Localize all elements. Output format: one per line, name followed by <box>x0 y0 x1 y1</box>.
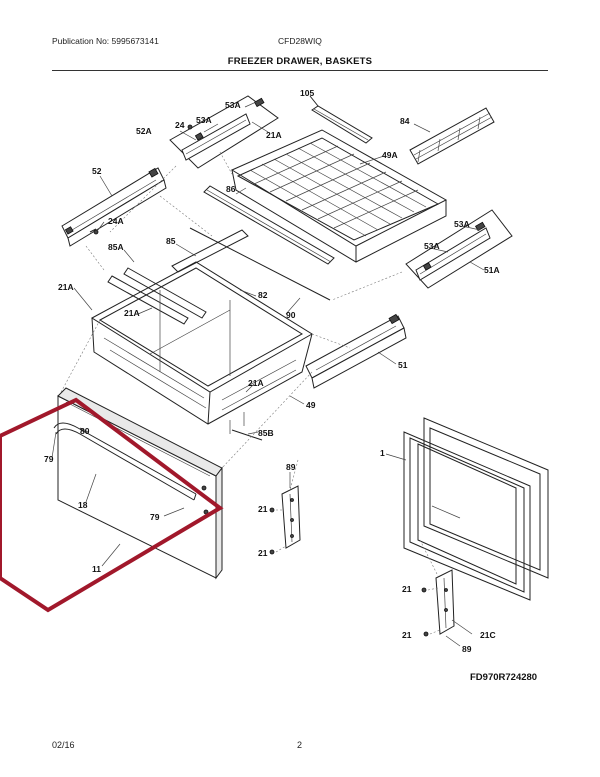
callout-21: 21 <box>402 630 412 640</box>
callout-53a: 53A <box>454 219 470 229</box>
part-52-slide <box>61 167 167 247</box>
part-85-crossbar <box>107 229 249 325</box>
part-1-gasket-and-frame <box>403 417 549 601</box>
model-number: CFD28WIQ <box>278 36 322 46</box>
callout-90: 90 <box>286 310 296 320</box>
callout-21: 21 <box>258 548 268 558</box>
callout-1: 1 <box>380 448 385 458</box>
leader-lines <box>51 101 485 647</box>
part-85b-rod <box>231 429 263 441</box>
callout-49a: 49A <box>382 150 398 160</box>
part-51a-bracket-group <box>405 209 513 289</box>
callout-89: 89 <box>462 644 472 654</box>
callout-11: 11 <box>92 564 101 574</box>
part-90-rod <box>189 227 331 301</box>
screw-group <box>93 229 429 637</box>
highlight-outline <box>0 397 224 613</box>
page-title: FREEZER DRAWER, BASKETS <box>227 56 373 67</box>
callout-85b: 85B <box>258 428 274 438</box>
part-89-bracket-upper <box>281 485 301 549</box>
callout-80: 80 <box>80 426 90 436</box>
part-80-handle <box>53 422 209 515</box>
callout-51a: 51A <box>484 265 500 275</box>
part-89-bracket-lower <box>435 569 455 635</box>
callout-85a: 85A <box>108 242 124 252</box>
publication-number: Publication No: 5995673141 <box>52 36 159 46</box>
callout-21c: 21C <box>480 630 496 640</box>
callout-21: 21 <box>258 504 268 514</box>
part-105-bar <box>309 95 373 144</box>
part-11-drawer-front <box>57 387 223 580</box>
callout-89: 89 <box>286 462 296 472</box>
callout-24: 24 <box>175 120 185 130</box>
part-52a-bracket-group <box>169 95 279 169</box>
callout-18: 18 <box>78 500 88 510</box>
callout-51: 51 <box>398 360 408 370</box>
callout-21a: 21A <box>58 282 74 292</box>
callout-82: 82 <box>258 290 268 300</box>
callout-labels: 105 84 53A 53A 24 52A 21A 49A 52 86 24A … <box>44 88 500 654</box>
callout-79: 79 <box>150 512 160 522</box>
callout-24a: 24A <box>108 216 124 226</box>
page-number: 2 <box>297 740 303 750</box>
callout-21a: 21A <box>266 130 282 140</box>
callout-53a: 53A <box>225 100 241 110</box>
callout-21: 21 <box>402 584 412 594</box>
diagram-code: FD970R724280 <box>470 672 538 683</box>
callout-53a: 53A <box>196 115 212 125</box>
callout-105: 105 <box>300 88 314 98</box>
callout-84: 84 <box>400 116 410 126</box>
callout-52: 52 <box>92 166 102 176</box>
callout-49: 49 <box>306 400 316 410</box>
callout-52a: 52A <box>136 126 152 136</box>
callout-53a: 53A <box>424 241 440 251</box>
part-84-divider <box>409 107 495 165</box>
footer-date: 02/16 <box>52 740 75 750</box>
callout-21a: 21A <box>124 308 140 318</box>
part-86-rail <box>203 185 335 265</box>
header-rule <box>52 70 548 71</box>
part-49a-wire-basket <box>230 129 448 263</box>
callout-21a: 21A <box>248 378 264 388</box>
assembly-lines <box>59 151 441 635</box>
callout-79: 79 <box>44 454 54 464</box>
callout-85: 85 <box>166 236 176 246</box>
callout-86: 86 <box>226 184 236 194</box>
part-51-slide <box>305 313 407 389</box>
